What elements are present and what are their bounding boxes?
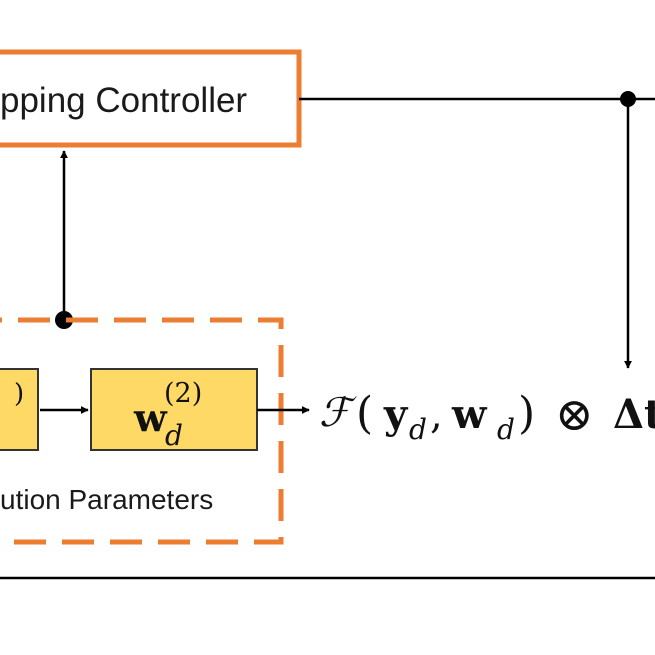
w2-block [90, 368, 258, 451]
open-paren: ( [356, 388, 373, 439]
w-subscript: d [497, 413, 515, 446]
w1-superscript-close: ) [14, 379, 24, 409]
output-expression: ℱ ( y d , w d ) ⊗ Δt [319, 387, 655, 446]
w-symbol: w [451, 391, 488, 438]
w2-subscript: d [165, 419, 183, 452]
delta-t: Δt [613, 391, 655, 438]
w2-base: w [133, 395, 168, 440]
otimes-symbol: ⊗ [555, 387, 594, 441]
parameters-label: ution Parameters [0, 484, 213, 515]
func-symbol: ℱ [319, 390, 357, 436]
solution-parameters-group [0, 317, 284, 545]
param-junction-dot [55, 311, 73, 329]
w1-block [0, 368, 39, 451]
close-paren: ) [518, 388, 535, 439]
y-symbol: y [383, 391, 409, 438]
y-subscript: d [409, 413, 427, 446]
controller-label: pping Controller [0, 81, 247, 120]
w2-superscript: (2) [164, 378, 202, 409]
comma: , [430, 392, 443, 438]
